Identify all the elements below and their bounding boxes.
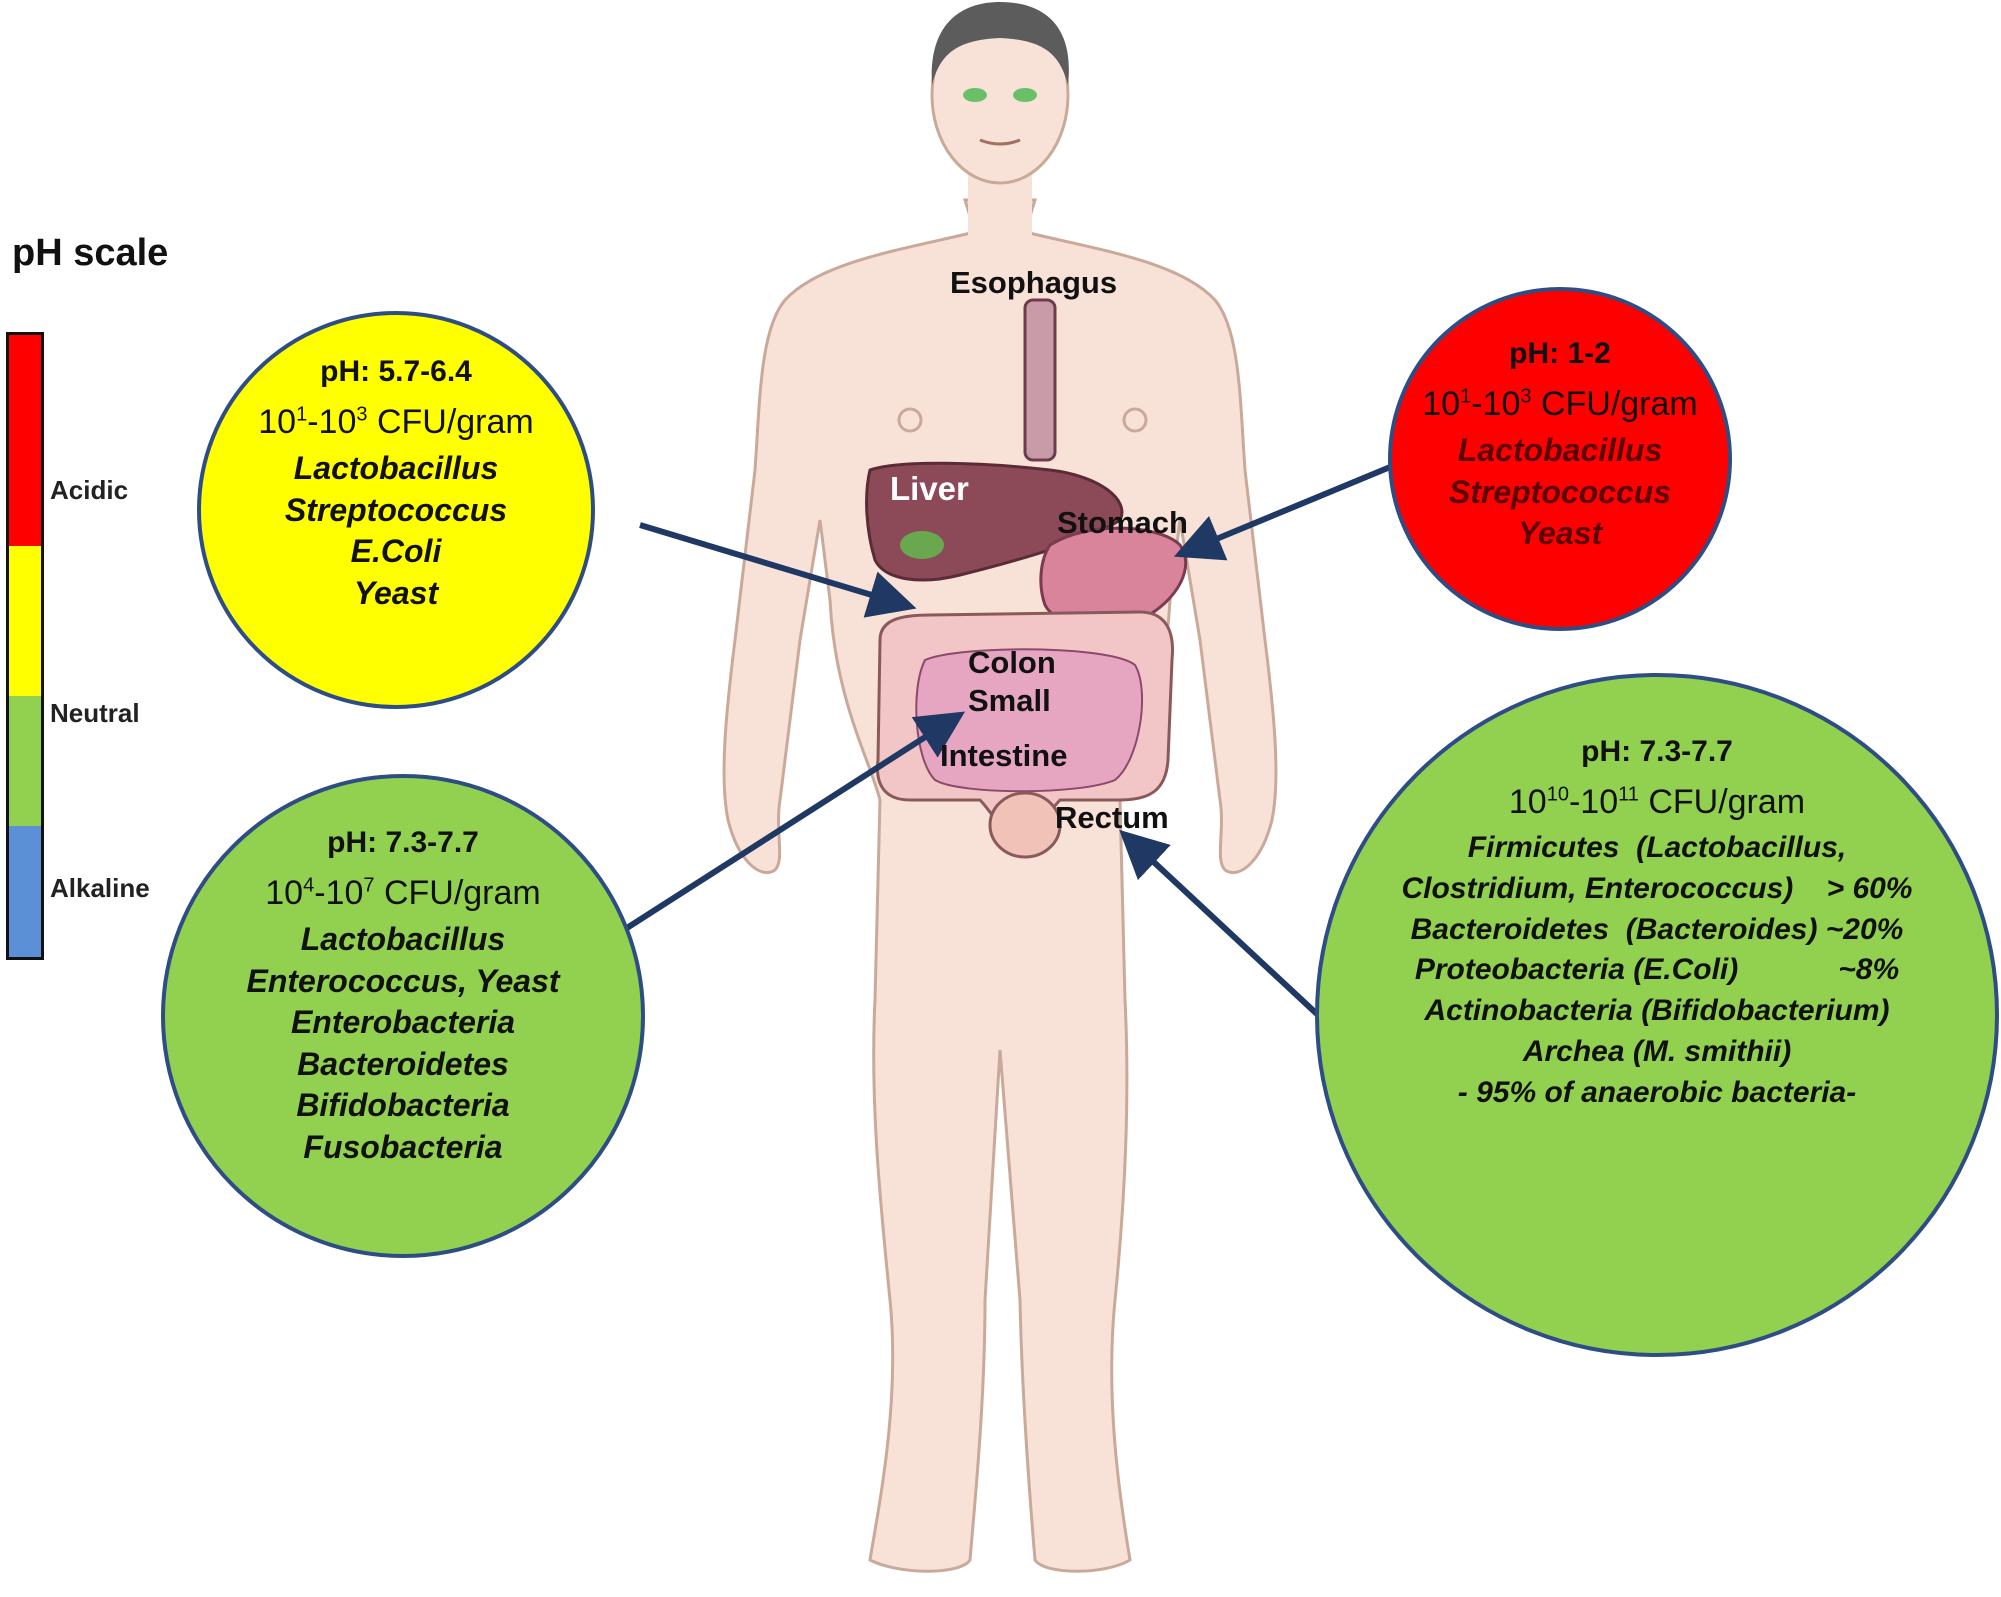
organism-item: Yeast [353, 574, 439, 611]
organism-item: Bacteroidetes (Bacteroides) ~20% [1410, 912, 1904, 946]
region-circle-colon: pH: 7.3-7.7 1010-1011 CFU/gram Firmicute… [1315, 673, 1999, 1357]
left-nipple [897, 407, 923, 433]
cfu-exp: 4 [303, 874, 315, 897]
ph-scale-title: pH scale [12, 232, 169, 274]
organism-item: Lactobacillus [1457, 432, 1663, 468]
cfu-exp: 3 [1520, 385, 1532, 408]
gallbladder [900, 531, 944, 559]
arrow-rectum [1119, 829, 1321, 1018]
organism-item: E.Coli [350, 533, 442, 570]
left-eye [963, 88, 987, 102]
region-cfu: 104-107 CFU/gram [265, 874, 541, 912]
label-colon: Colon [968, 645, 1056, 680]
rectum [988, 791, 1062, 859]
organism-item: Enterobacteria [290, 1004, 516, 1041]
cfu-unit: CFU/gram [376, 403, 534, 441]
organism-item: Actinobacteria (Bifidobacterium) [1424, 994, 1890, 1028]
region-ph: pH: 5.7-6.4 [320, 355, 472, 388]
label-liver: Liver [890, 470, 969, 507]
cfu-exp: 10 [1546, 783, 1569, 806]
esophagus [1023, 298, 1057, 462]
cfu-unit: CFU/gram [1540, 385, 1698, 423]
region-circle-duodenum: pH: 5.7-6.4 101-103 CFU/gram Lactobacill… [197, 311, 595, 709]
label-small: Small [968, 683, 1051, 718]
cfu-base: 10 [1482, 385, 1521, 423]
right-eye [1013, 88, 1037, 102]
right-nipple [1122, 407, 1148, 433]
cfu-base: 10 [1508, 783, 1547, 821]
region-cfu: 1010-1011 CFU/gram [1508, 783, 1806, 821]
label-rectum: Rectum [1055, 800, 1169, 835]
organism-item: Clostridium, Enterococcus) > 60% [1401, 871, 1913, 905]
cfu-base: 10 [1580, 783, 1619, 821]
ph-segment-acidic [9, 335, 41, 547]
organism-item: Proteobacteria (E.Coli) ~8% [1414, 953, 1900, 987]
region-ph: pH: 1-2 [1509, 337, 1611, 370]
ph-segment-neutral [9, 546, 41, 696]
region-circle-small-intestine: pH: 7.3-7.7 104-107 CFU/gram Lactobacill… [161, 774, 645, 1258]
organism-item: Streptococcus [1448, 473, 1672, 510]
organism-item: Bifidobacteria [296, 1087, 510, 1124]
cfu-exp: 1 [296, 403, 308, 426]
cfu-unit: CFU/gram [1648, 783, 1806, 821]
arrow-stomach [1173, 462, 1397, 561]
arrow-duodenum [639, 522, 917, 618]
label-intestine: Intestine [940, 738, 1068, 773]
cfu-base: 10 [318, 403, 357, 441]
organism-item: Lactobacillus [300, 921, 506, 957]
ph-label-acidic: Acidic [50, 475, 129, 505]
cfu-base: 10 [258, 403, 297, 441]
arrow-small-intestine [578, 711, 966, 961]
hair [931, 2, 1069, 85]
cfu-base: 10 [1422, 385, 1461, 423]
cfu-base: 10 [325, 874, 364, 912]
body-silhouette [722, 198, 1278, 1573]
region-ph: pH: 7.3-7.7 [327, 826, 479, 859]
organism-item: Lactobacillus [293, 450, 499, 486]
organism-item: Archea (M. smithii) [1522, 1034, 1792, 1068]
organism-item: Streptococcus [284, 491, 508, 528]
organism-item: - 95% of anaerobic bacteria- [1457, 1075, 1857, 1109]
organism-item: Bacteroidetes [297, 1045, 509, 1082]
label-esophagus: Esophagus [950, 265, 1118, 300]
organism-item: Enterococcus, Yeast [246, 962, 560, 999]
organism-item: Firmicutes (Lactobacillus, [1467, 831, 1847, 864]
mouth [979, 138, 1021, 146]
ph-segment-alkaline [9, 695, 41, 827]
ph-scale-bar [6, 332, 44, 960]
organism-item: Fusobacteria [303, 1128, 503, 1165]
cfu-exp: 11 [1618, 783, 1639, 806]
cfu-exp: 3 [356, 403, 368, 426]
cfu-exp: 1 [1460, 385, 1472, 408]
ph-label-neutral: Neutral [50, 698, 140, 728]
region-cfu: 101-103 CFU/gram [1422, 385, 1698, 423]
cfu-unit: CFU/gram [383, 874, 541, 912]
small-intestine [915, 648, 1144, 793]
cfu-base: 10 [265, 874, 304, 912]
organism-list: Firmicutes (Lactobacillus, Clostridium, E… [1402, 828, 1913, 1114]
organism-item: Yeast [1517, 515, 1603, 552]
cfu-exp: 7 [363, 874, 375, 897]
region-cfu: 101-103 CFU/gram [258, 403, 534, 441]
region-ph: pH: 7.3-7.7 [1581, 735, 1733, 768]
ph-label-alkaline: Alkaline [50, 873, 150, 903]
ph-segment-basic [9, 826, 41, 957]
label-stomach: Stomach [1057, 505, 1188, 540]
